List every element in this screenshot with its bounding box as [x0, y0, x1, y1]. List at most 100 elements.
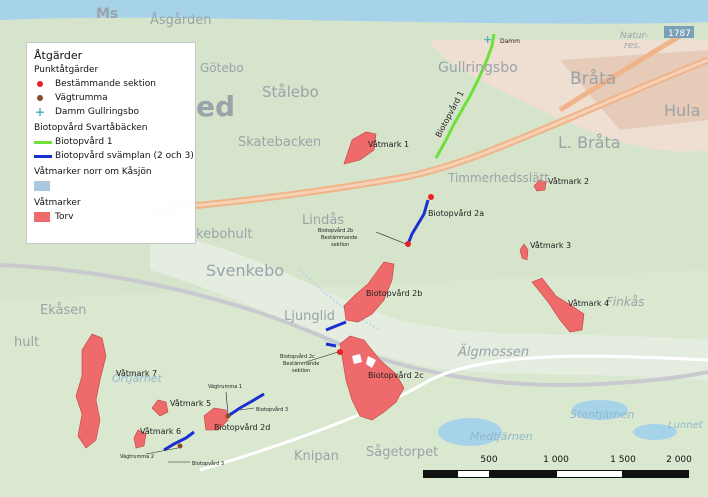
legend-item-vatmarker-norr-swatch	[34, 180, 52, 192]
road-shield-1787	[664, 26, 694, 38]
leader-vagtrumma-1	[225, 391, 229, 415]
blue-line-icon	[34, 150, 52, 162]
place-lunnet: Lunnet	[668, 420, 704, 431]
marker-damm-icon[interactable]: +	[483, 33, 492, 46]
leader-biotopvard-3-upper	[239, 407, 255, 411]
label-vatmark-6: Våtmark 6	[140, 426, 181, 436]
marker-vagtrumma-2[interactable]	[177, 443, 183, 449]
water-top	[0, 0, 708, 24]
place-asgarden: Åsgården	[150, 12, 212, 28]
label-2b-section-line3: sektion	[331, 242, 349, 248]
place-brata: Bråta	[570, 68, 616, 89]
legend-item-bestammande: Bestämmande sektion	[34, 78, 156, 90]
legend-label-damm: Damm Gullringsbo	[55, 107, 140, 117]
label-vagtrumma-2: Vägtrumma 2	[120, 454, 154, 460]
railway	[0, 263, 708, 388]
place-knipan: Knipan	[294, 449, 339, 464]
scale-segment-3	[490, 470, 556, 478]
terrain-valley	[150, 230, 708, 380]
place-hult: hult	[14, 335, 39, 350]
wetland-2c-hole-1	[352, 354, 362, 364]
place-sagetorpet: Sågetorpet	[366, 445, 438, 460]
label-vatmark-4: Våtmark 4	[568, 298, 609, 308]
legend-group-vatmarker-norr: Våtmarker norr om Kåsjön	[34, 167, 152, 177]
lake-medtjarnen	[438, 418, 502, 446]
place-lindas: Lindås	[302, 213, 344, 228]
marker-bestammande-2a[interactable]	[428, 194, 434, 200]
marker-bestammande-2c[interactable]	[337, 349, 343, 355]
scale-label-500: 500	[480, 455, 498, 465]
label-vagtrumma-1: Vägtrumma 1	[208, 384, 242, 390]
scale-segment-4	[556, 470, 623, 478]
legend-item-biotop1: Biotopvård 1	[34, 136, 113, 148]
place-skatebacken: Skatebacken	[238, 135, 321, 150]
wetland-vatmark-2	[533, 179, 547, 192]
place-gotebo: Götebo	[200, 61, 244, 75]
place-natur: Natur-	[620, 31, 648, 41]
line-biotopvard-2c	[325, 342, 337, 348]
wetland-vatmark-5	[151, 399, 169, 417]
place-l-brata: L. Bråta	[558, 133, 621, 152]
legend-label-vagtrumma: Vägtrumma	[55, 93, 108, 103]
place-hula: Hula	[664, 101, 700, 120]
wetland-vatmark-4	[531, 277, 585, 333]
blue-swatch-icon	[34, 180, 52, 192]
legend-group-biotop: Biotopvård Svartåbäcken	[34, 123, 148, 133]
wetland-vatmark-1	[343, 131, 377, 165]
place-ljunglid: Ljunglid	[284, 309, 335, 324]
place-ed: ed	[196, 90, 235, 123]
place-ekasen: Ekåsen	[40, 303, 87, 318]
map-legend: Åtgärder Punktåtgärder Bestämmande sekti…	[26, 42, 196, 244]
line-biotopvard-1	[434, 33, 496, 159]
place-stentjarnen: Stentjärnen	[570, 408, 634, 421]
label-vatmark-1: Våtmark 1	[368, 139, 409, 149]
scale-bar: 500 1 000 1 500 2 000	[423, 455, 692, 489]
lake-lunnet	[633, 424, 677, 440]
scale-segment-5	[623, 470, 689, 478]
wetland-biotopvard-2d	[203, 407, 229, 431]
place-kebohult: kebohult	[196, 227, 252, 242]
leader-2c	[305, 351, 339, 363]
road-main-inner	[149, 58, 708, 212]
label-biotopvard-3-upper: Biotopvård 3	[256, 406, 288, 413]
wetland-2c-hole-2	[366, 356, 376, 368]
label-2c-section-line3: sektion	[292, 368, 310, 374]
place-inkas: Finkås	[606, 295, 644, 309]
label-biotopvard-2a: Biotopvård 2a	[428, 208, 484, 218]
red-swatch-icon	[34, 211, 52, 223]
scale-segment-1	[423, 470, 457, 478]
label-vatmark-3: Våtmark 3	[530, 240, 571, 250]
marker-vagtrumma-1[interactable]	[225, 413, 231, 419]
legend-item-vagtrumma: Vägtrumma	[34, 92, 108, 104]
label-vatmark-2: Våtmark 2	[548, 176, 589, 186]
legend-item-torv: Torv	[34, 211, 74, 223]
line-biotopvard-2a	[406, 199, 430, 245]
road-1787	[558, 27, 692, 113]
legend-group-point: Punktåtgärder	[34, 65, 99, 75]
scale-label-2000: 2 000	[666, 455, 692, 465]
plus-cross-icon: +	[35, 105, 46, 119]
lake-stentjarnen	[572, 400, 628, 420]
label-damm: Damm	[500, 38, 520, 45]
place-ms: Ms	[96, 6, 118, 22]
label-biotopvard-3-lower: Biotopvård 3	[192, 460, 224, 467]
legend-item-damm: + Damm Gullringsbo	[34, 106, 139, 118]
brown-dot-icon	[34, 92, 52, 104]
marker-bestammande-2b[interactable]	[405, 241, 411, 247]
place-timmerhedsslatt: Timmerhedsslätt	[447, 171, 549, 185]
legend-label-bestammande: Bestämmande sektion	[55, 79, 156, 89]
label-vatmark-5: Våtmark 5	[170, 398, 211, 408]
line-biotopvard-2b	[325, 320, 347, 332]
stream	[299, 269, 381, 331]
place-res: res.	[624, 41, 641, 51]
label-biotopvard-2d: Biotopvård 2d	[214, 422, 270, 432]
legend-label-torv: Torv	[55, 212, 74, 222]
legend-group-vatmarker: Våtmarker	[34, 198, 81, 208]
scale-label-1500: 1 500	[610, 455, 636, 465]
leader-vagtrumma-2	[145, 447, 179, 455]
legend-label-svamplan: Biotopvård svämplan (2 och 3)	[55, 151, 194, 161]
label-biotopvard-2c: Biotopvård 2c	[368, 370, 424, 380]
wetland-vatmark-6	[133, 429, 147, 449]
